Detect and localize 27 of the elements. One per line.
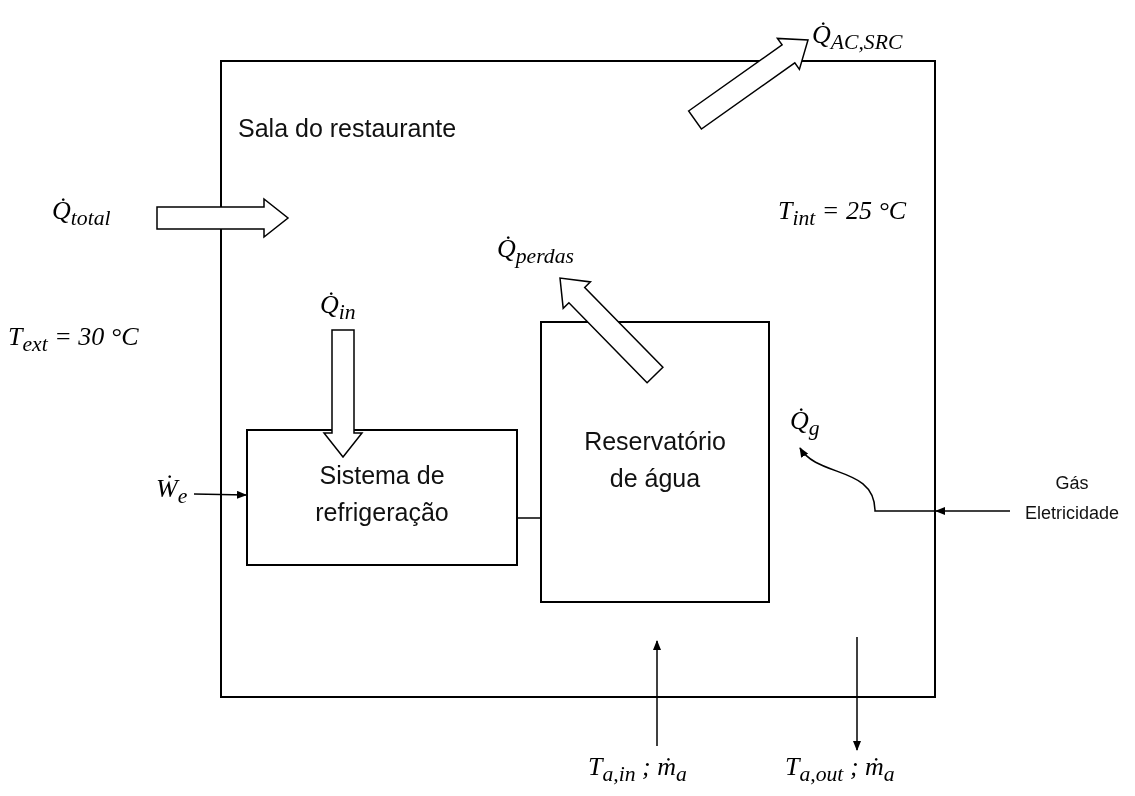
symbol-label: Q̇$_{AC,SRC}$	[812, 20, 903, 56]
arrow	[935, 507, 1011, 515]
connector-line	[517, 517, 541, 519]
symbol-label: T$_{a,in}$ ; ṁ$_{a}$	[588, 752, 687, 788]
symbol-label: Ẇ$_{e}$	[156, 474, 188, 510]
symbol-label: T$_{a,out}$ ; ṁ$_{a}$	[785, 752, 895, 788]
room-title: Sala do restaurante	[238, 113, 457, 144]
block-arrow	[559, 277, 664, 384]
temperature-label: T$_{ext}$ = 30 °C	[8, 322, 139, 358]
energy-source-label: Gás Eletricidade	[1012, 468, 1132, 528]
block-arrow	[687, 37, 809, 131]
block-arrow	[322, 329, 364, 459]
block-arrow	[156, 197, 290, 239]
arrow	[193, 490, 247, 499]
box-label: Sistema de refrigeração	[314, 460, 450, 528]
component-box	[540, 321, 770, 603]
symbol-label: Q̇$_{total}$	[52, 196, 111, 232]
component-box	[246, 429, 518, 566]
arrow	[653, 640, 661, 747]
symbol-label: Q̇$_{in}$	[320, 290, 356, 326]
room-boundary-box	[220, 60, 936, 698]
box-label: Reservatório de água	[583, 426, 727, 494]
symbol-label: Q̇$_{perdas}$	[497, 234, 574, 270]
curved-arrow	[799, 447, 937, 512]
symbol-label: Q̇$_{g}$	[790, 406, 820, 442]
temperature-label: T$_{int}$ = 25 °C	[778, 196, 907, 232]
arrow	[853, 636, 861, 751]
